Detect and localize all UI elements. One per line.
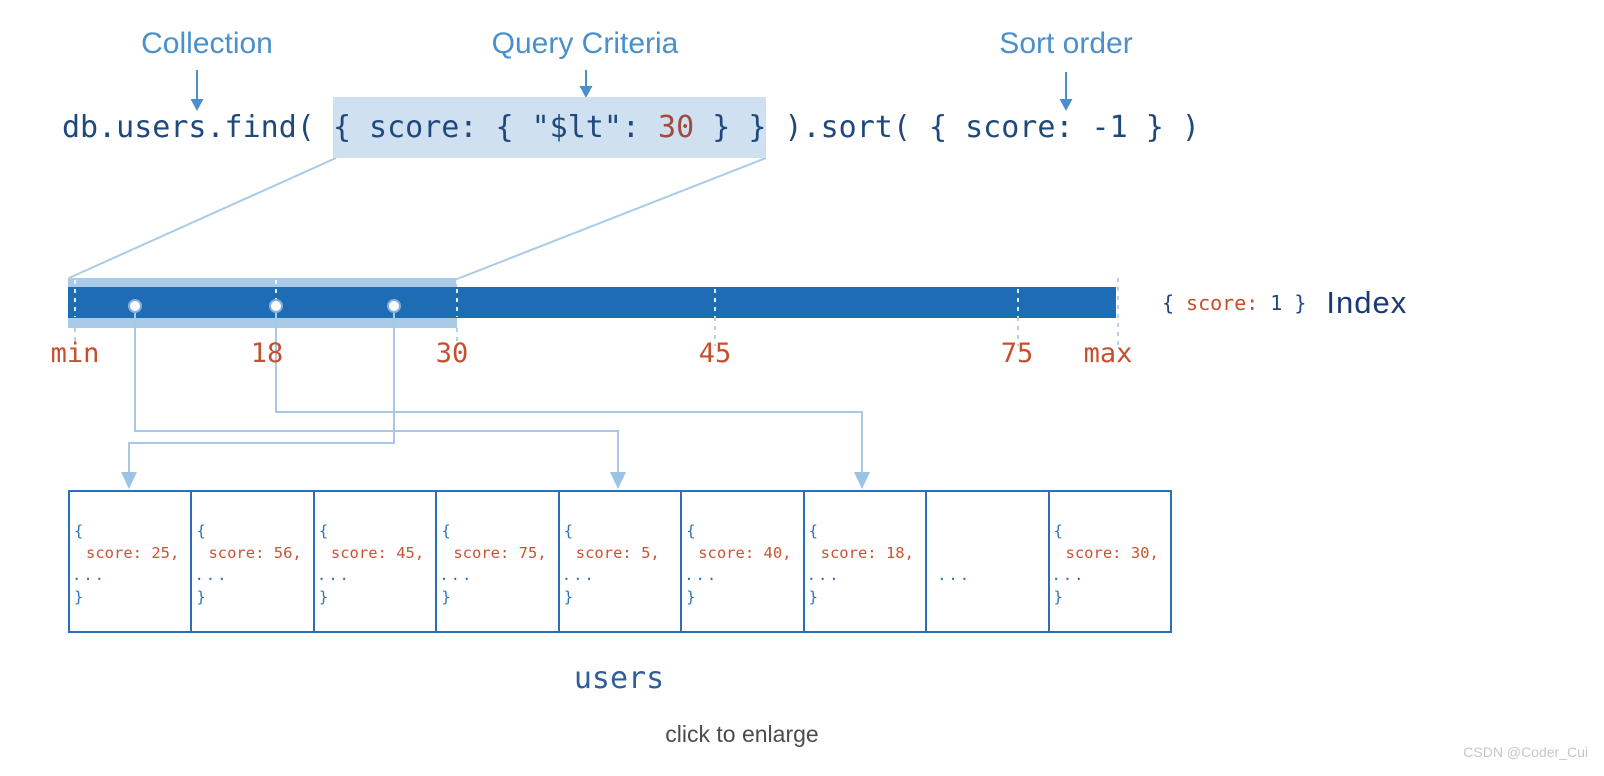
document-ell: ... (439, 566, 474, 584)
tick-label: min (50, 338, 100, 369)
index-direction-value: 1 (1270, 290, 1283, 315)
sort-order-label: Sort order (999, 27, 1133, 60)
document-brace: { (686, 522, 696, 540)
document-box: {score: 5,...} (557, 490, 683, 633)
document-brace: } (686, 588, 696, 606)
tick-label: 30 (435, 338, 469, 369)
index-close-brace: } (1294, 290, 1307, 315)
document-brace: { (196, 522, 206, 540)
collection-name-caption: users (573, 661, 665, 696)
documents-row: {score: 25,...}{score: 56,...}{score: 45… (68, 490, 1172, 633)
document-brace: } (74, 588, 84, 606)
tick-label: max (1083, 338, 1133, 369)
index-spec-label: { score: 1 } Index (1162, 284, 1408, 320)
document-brace: } (1053, 588, 1063, 606)
click-to-enlarge-hint[interactable]: click to enlarge (665, 721, 819, 747)
document-box: {score: 30,...} (1047, 490, 1172, 633)
document-score-line: score: 25, (86, 544, 180, 562)
document-brace: } (318, 588, 329, 606)
query-criteria-label: Query Criteria (491, 27, 679, 60)
criteria-pre: { score: { "$lt": (332, 110, 659, 145)
document-ell: ... (194, 566, 229, 584)
criteria-post: } } (694, 110, 767, 145)
document-brace: { (441, 522, 451, 540)
index-bar (68, 287, 1116, 318)
document-box: {score: 25,...} (68, 490, 193, 633)
criteria-range-line-left (68, 157, 337, 279)
document-ellipsis-placeholder: ... (937, 566, 972, 584)
document-ell: ... (1051, 566, 1086, 584)
document-brace: { (1053, 522, 1063, 540)
match-arrowhead (610, 472, 626, 489)
document-brace: { (74, 522, 84, 540)
document-score-line: score: 56, (208, 544, 302, 562)
code-suffix: ).sort( { score: -1 } ) (766, 110, 1200, 145)
query-criteria-arrow (579, 70, 593, 98)
tick-label: 75 (1000, 338, 1034, 369)
criteria-range-line-right (456, 157, 767, 280)
document-ell: ... (684, 566, 719, 584)
match-connectors (121, 312, 870, 489)
document-ell: ... (316, 566, 351, 584)
query-criteria-highlight: { score: { "$lt": 30 } } (332, 97, 767, 158)
document-brace: } (563, 588, 574, 606)
document-score-line: score: 40, (698, 544, 792, 562)
collection-label: Collection (141, 27, 273, 60)
document-brace: { (318, 522, 329, 540)
document-box: {score: 45,...} (312, 490, 438, 633)
index-key: score: (1186, 290, 1259, 315)
document-brace: } (196, 588, 206, 606)
document-score-line: score: 75, (453, 544, 547, 562)
document-box: {score: 18,...} (802, 490, 928, 633)
csdn-watermark: CSDN @Coder_Cui (1463, 744, 1588, 760)
tick-label: 18 (250, 338, 284, 369)
document-score-line: score: 45, (330, 544, 425, 562)
document-score-line: score: 30, (1065, 544, 1159, 562)
document-box: ... (925, 490, 1050, 633)
document-ell: ... (806, 566, 841, 584)
document-brace: } (808, 588, 818, 606)
document-score-line: score: 18, (820, 544, 914, 562)
criteria-value: 30 (658, 110, 695, 145)
match-arrowhead (121, 472, 137, 489)
match-arrowhead (854, 472, 870, 489)
index-open-brace: { (1162, 290, 1175, 315)
document-box: {score: 56,...} (190, 490, 315, 633)
document-score-line: score: 5, (575, 544, 660, 562)
document-ell: ... (561, 566, 596, 584)
document-brace: { (563, 522, 574, 540)
document-brace: } (441, 588, 451, 606)
query-code-line: db.users.find( { score: { "$lt": 30 } } … (62, 97, 1200, 158)
index-name-text: Index (1326, 284, 1408, 320)
document-brace: { (808, 522, 818, 540)
document-box: {score: 75,...} (435, 490, 560, 633)
document-ell: ... (72, 566, 106, 584)
tick-label: 45 (698, 338, 732, 369)
code-prefix: db.users.find( (62, 110, 333, 145)
document-box: {score: 40,...} (680, 490, 805, 633)
